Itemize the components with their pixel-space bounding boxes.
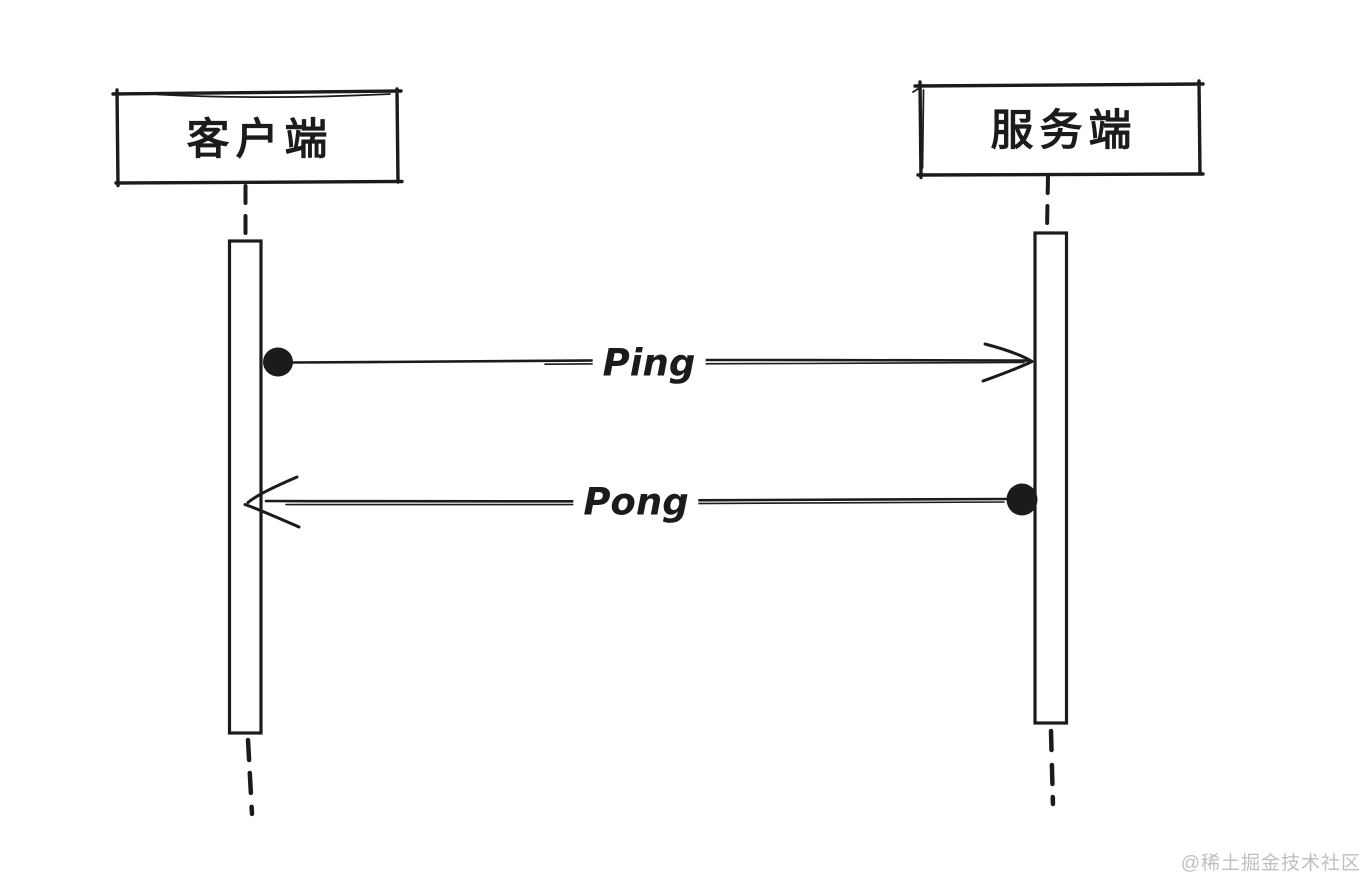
server-actor-box-accent	[912, 84, 925, 169]
pong-arrowhead	[243, 475, 301, 529]
server-activation-bar	[1033, 231, 1069, 725]
server-actor-box	[913, 79, 1205, 180]
server-lifeline-lower	[1048, 728, 1056, 809]
client-lifeline-lower	[245, 737, 255, 817]
actor-label-client: 客户端	[186, 116, 334, 164]
actor-label-server: 服务端	[990, 107, 1138, 155]
client-actor-box-accent	[157, 93, 391, 99]
pong-message-line	[264, 497, 1010, 503]
ping-message-line	[290, 358, 1030, 364]
server-lifeline-upper	[1045, 174, 1050, 231]
ping-arrowhead	[981, 342, 1034, 383]
pong-origin-dot	[1006, 483, 1038, 516]
ping-message-line-sketch	[544, 361, 1025, 365]
message-label-pong: Pong	[573, 478, 699, 526]
watermark: @稀土掘金技术社区	[1180, 853, 1361, 874]
ping-origin-dot	[263, 347, 293, 377]
message-label-ping: Ping	[592, 339, 706, 387]
client-activation-bar	[227, 239, 263, 735]
pong-message-line-sketch	[285, 501, 1005, 506]
client-actor-box	[111, 87, 404, 188]
